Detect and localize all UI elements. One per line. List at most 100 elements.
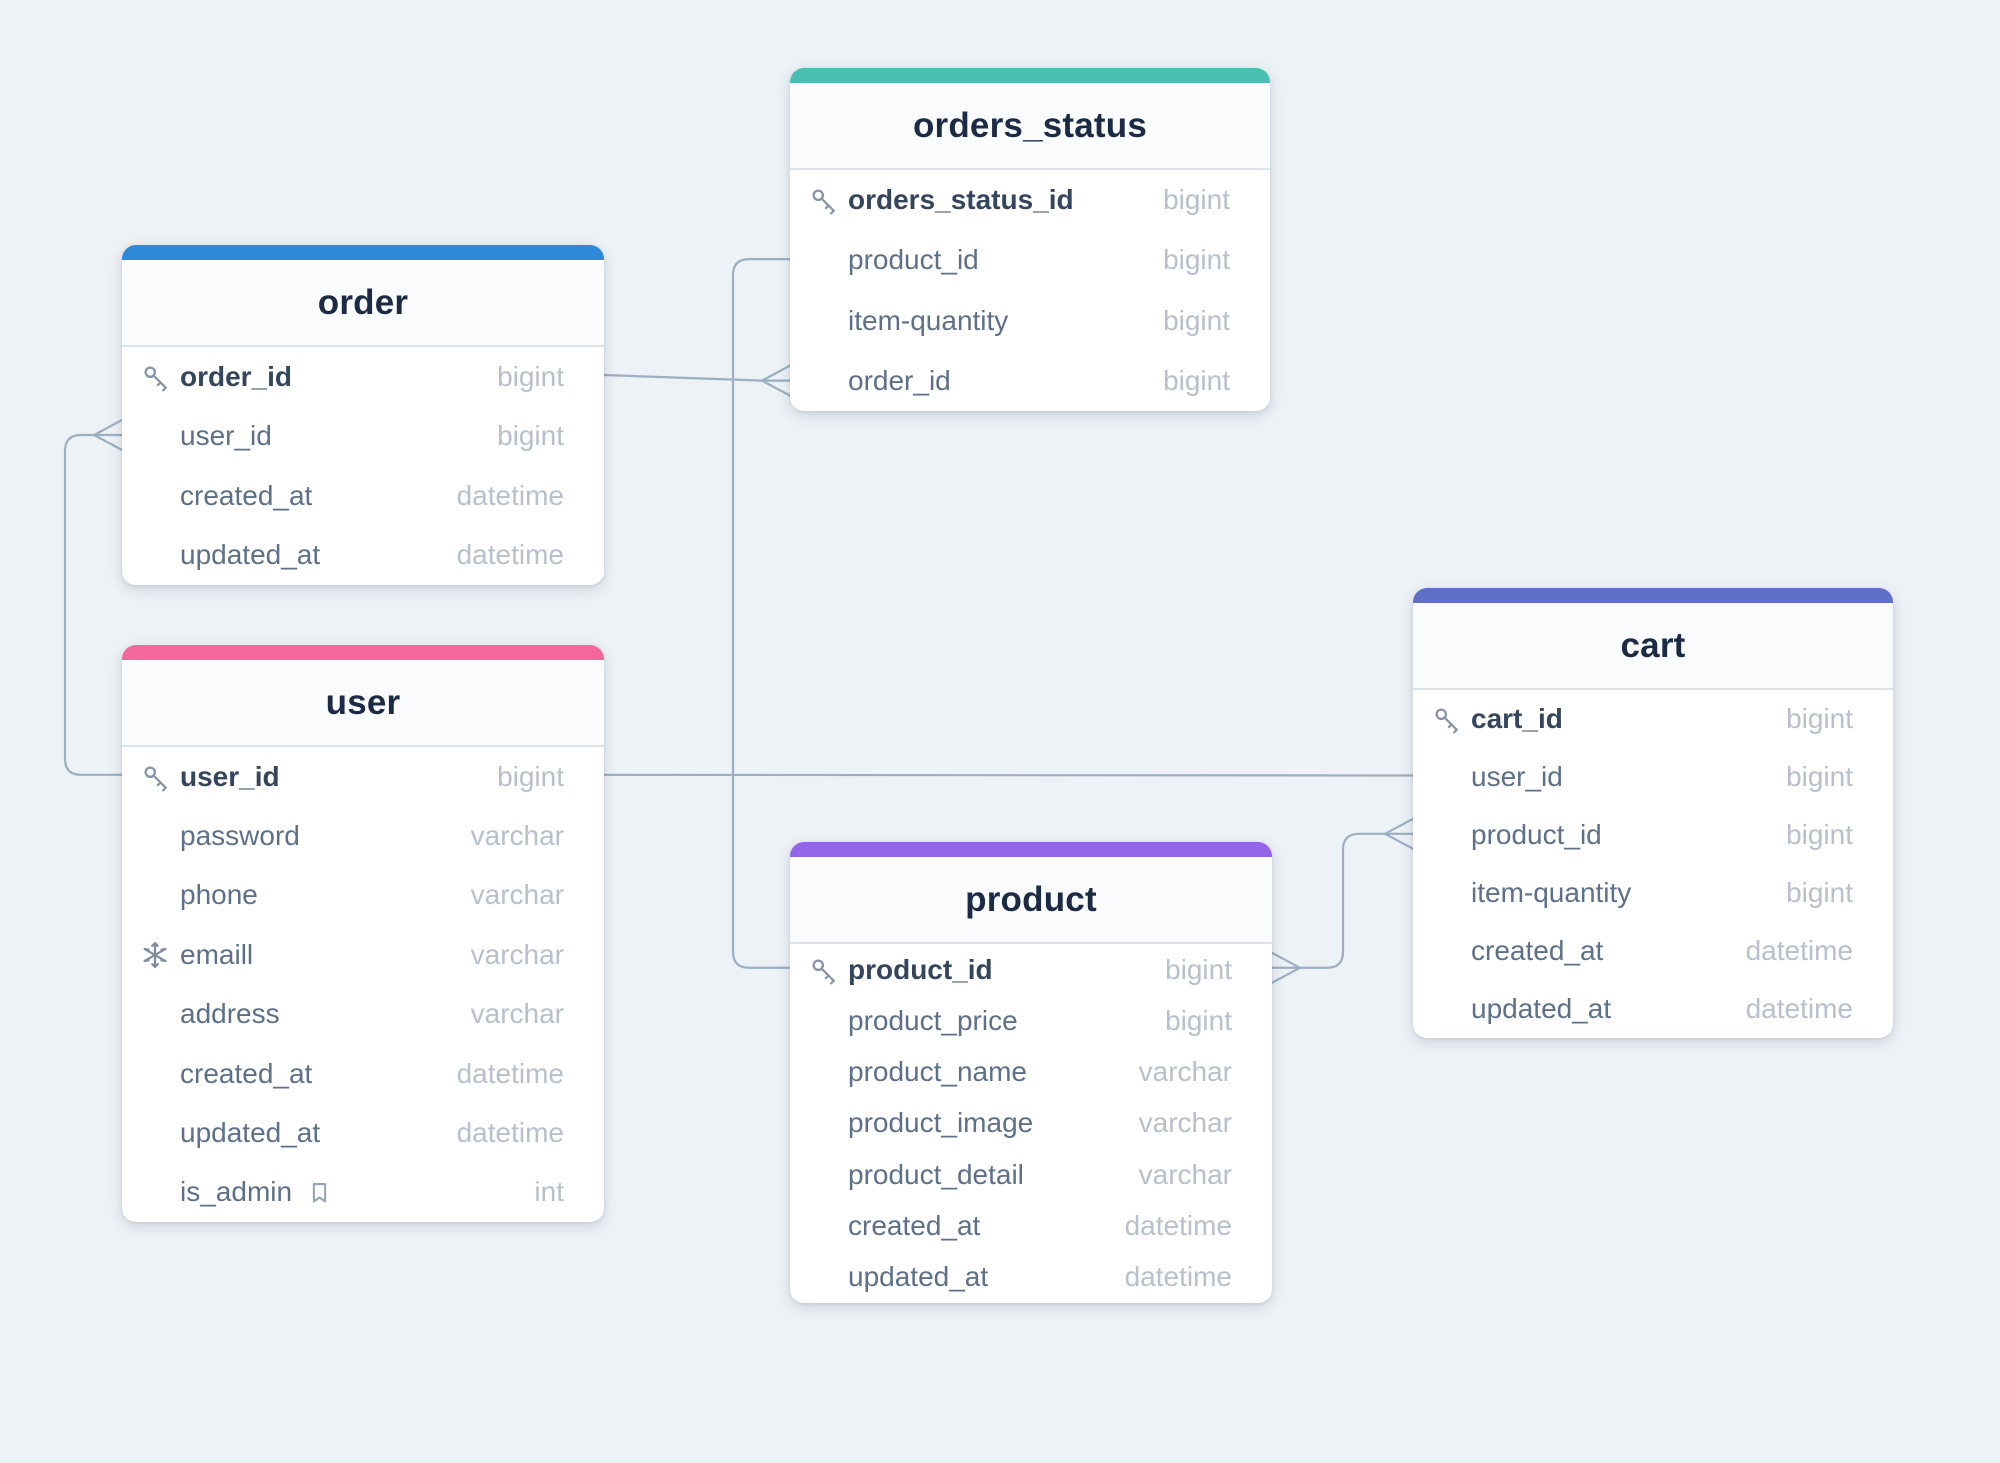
field-type: bigint bbox=[1786, 877, 1853, 908]
field-name: updated_at bbox=[848, 1261, 989, 1293]
field-type: datetime bbox=[456, 1116, 564, 1148]
field-type: bigint bbox=[1165, 953, 1232, 985]
table-title: orders_status bbox=[912, 105, 1148, 145]
field-type: varchar bbox=[470, 938, 564, 970]
field-row-user_id[interactable]: user_id bigint bbox=[122, 407, 604, 467]
relationship-line[interactable] bbox=[602, 773, 1415, 777]
table-header[interactable]: order bbox=[122, 260, 604, 347]
relationship-line[interactable] bbox=[1298, 832, 1387, 969]
field-row-updated_at[interactable]: updated_at datetime bbox=[122, 526, 604, 586]
relationship-order-orders_status[interactable] bbox=[602, 364, 792, 397]
crows-foot-marker bbox=[760, 364, 792, 397]
key-icon bbox=[1431, 704, 1471, 734]
field-row-password[interactable]: password varchar bbox=[122, 806, 604, 865]
table-title: cart bbox=[1620, 625, 1686, 665]
table-title: user bbox=[325, 682, 401, 722]
relationship-line[interactable] bbox=[731, 258, 792, 969]
field-type: bigint bbox=[1163, 244, 1230, 276]
field-row-address[interactable]: address varchar bbox=[122, 985, 604, 1044]
field-row-created_at[interactable]: created_at datetime bbox=[790, 1200, 1272, 1251]
relationship-line[interactable] bbox=[63, 433, 124, 776]
table-accent-bar bbox=[1413, 588, 1893, 603]
field-name: address bbox=[180, 998, 280, 1030]
field-name: product_image bbox=[848, 1107, 1034, 1139]
snowflake-icon bbox=[140, 940, 180, 970]
field-row-user_id[interactable]: user_id bigint bbox=[1413, 748, 1893, 806]
key-icon bbox=[140, 762, 180, 792]
table-accent-bar bbox=[790, 842, 1272, 857]
field-name: product_price bbox=[848, 1004, 1018, 1036]
field-type: bigint bbox=[497, 420, 564, 452]
field-row-product_id[interactable]: product_id bigint bbox=[790, 944, 1272, 995]
field-name: order_id bbox=[180, 360, 293, 392]
field-name: updated_at bbox=[180, 539, 321, 571]
relationship-product-cart[interactable] bbox=[1270, 817, 1415, 984]
field-row-updated_at[interactable]: updated_at datetime bbox=[122, 1103, 604, 1162]
field-type: varchar bbox=[470, 879, 564, 911]
field-name: user_id bbox=[1471, 761, 1563, 792]
field-type: varchar bbox=[470, 998, 564, 1030]
table-accent-bar bbox=[122, 645, 604, 660]
field-type: datetime bbox=[456, 539, 564, 571]
table-header[interactable]: orders_status bbox=[790, 83, 1270, 170]
field-name: updated_at bbox=[180, 1116, 321, 1148]
table-header[interactable]: user bbox=[122, 660, 604, 747]
relationship-line[interactable] bbox=[602, 373, 764, 382]
table-title: product bbox=[965, 879, 1097, 919]
relationship-product-orders_status[interactable] bbox=[731, 258, 792, 969]
field-type: varchar bbox=[1138, 1056, 1232, 1088]
table-header[interactable]: product bbox=[790, 857, 1272, 944]
key-icon bbox=[808, 185, 848, 215]
field-name: password bbox=[180, 820, 300, 852]
field-type: bigint bbox=[1163, 184, 1230, 216]
field-type: varchar bbox=[470, 820, 564, 852]
field-type: bigint bbox=[497, 360, 564, 392]
field-type: datetime bbox=[1124, 1210, 1232, 1242]
field-name: cart_id bbox=[1471, 703, 1563, 734]
field-name: product_id bbox=[848, 953, 993, 985]
field-type: bigint bbox=[1786, 761, 1853, 792]
field-type: int bbox=[534, 1176, 564, 1208]
field-name: created_at bbox=[848, 1210, 981, 1242]
crows-foot-marker bbox=[1383, 817, 1415, 850]
relationship-user-order[interactable] bbox=[63, 418, 124, 776]
bookmark-icon bbox=[306, 1179, 333, 1206]
field-type: bigint bbox=[497, 760, 564, 792]
table-header[interactable]: cart bbox=[1413, 603, 1893, 690]
field-row-order_id[interactable]: order_id bigint bbox=[122, 347, 604, 407]
field-name: created_at bbox=[180, 1057, 313, 1089]
field-name: product_detail bbox=[848, 1158, 1024, 1190]
relationship-user-cart[interactable] bbox=[602, 773, 1415, 777]
field-name: emaill bbox=[180, 938, 254, 970]
table-title: order bbox=[317, 282, 409, 322]
field-row-emaill[interactable]: emaill varchar bbox=[122, 925, 604, 984]
field-name: user_id bbox=[180, 420, 272, 452]
